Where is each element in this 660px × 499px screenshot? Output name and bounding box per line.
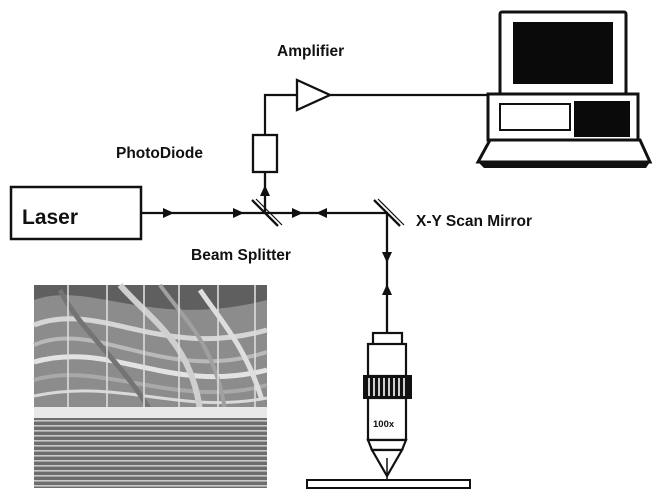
- amplifier: Amplifier: [277, 43, 344, 112]
- sample-slide: [306, 479, 471, 489]
- laser-label: Laser: [22, 206, 78, 229]
- beam-arrows: [163, 185, 392, 295]
- scan-mirror-label: X-Y Scan Mirror: [416, 213, 532, 230]
- arrow-up-icon: [382, 284, 392, 295]
- beam-splitter: Beam Splitter: [191, 198, 291, 264]
- computer-icon: [475, 10, 653, 168]
- scan-mirror: X-Y Scan Mirror: [373, 198, 532, 230]
- arrow-down-icon: [382, 252, 392, 263]
- monitor-screen: [513, 22, 613, 84]
- arrow-right-icon: [163, 208, 174, 218]
- sample-scan-image: [33, 283, 268, 488]
- arrow-right-icon: [292, 208, 303, 218]
- amplifier-label: Amplifier: [277, 43, 344, 60]
- beam-splitter-label: Beam Splitter: [191, 247, 291, 264]
- arrow-left-icon: [316, 208, 327, 218]
- signal-wire: [263, 93, 503, 135]
- arrow-right-icon: [233, 208, 244, 218]
- photodiode-label: PhotoDiode: [116, 145, 203, 162]
- objective-lens: 100x: [363, 331, 412, 480]
- laser-box: Laser: [9, 185, 143, 241]
- arrow-up-icon: [260, 185, 270, 196]
- photodiode: PhotoDiode: [116, 133, 279, 174]
- objective-mag-label: 100x: [373, 419, 395, 430]
